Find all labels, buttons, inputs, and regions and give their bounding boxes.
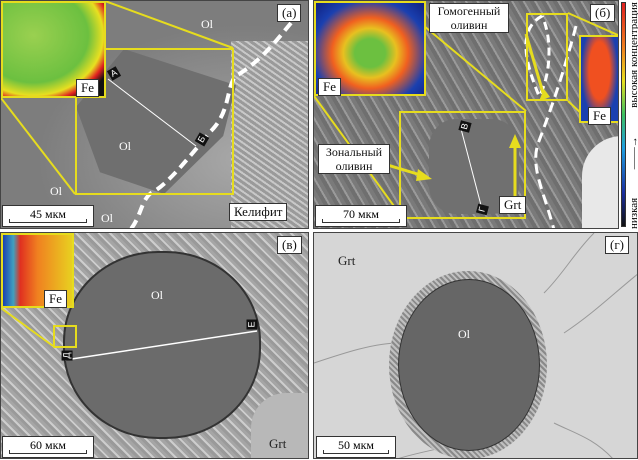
panel-tag: (б) — [590, 4, 616, 22]
low-label: низкая — [628, 197, 638, 229]
panel-a: Fe (а) А Б Ol Ol Ol Ol Келифит 45 мкм — [0, 0, 309, 229]
panel-tag: (в) — [277, 236, 302, 254]
olivine-grain — [398, 279, 540, 451]
scale-bar: 70 мкм — [315, 205, 407, 227]
panel-a-overlay — [1, 1, 293, 228]
fe-label: Fe — [76, 79, 99, 97]
high-label: высокая концентрация — [628, 2, 638, 108]
fe-label: Fe — [44, 290, 67, 308]
panel-b: Fe Fe Гомогенный оливин Зональный оливин… — [313, 0, 619, 229]
color-scale-bar — [621, 2, 626, 227]
panel-d-overlay — [314, 233, 637, 458]
panel-tag: (г) — [605, 236, 629, 254]
profile-end-marker: Е — [246, 319, 258, 330]
scale-bar: 50 мкм — [316, 436, 396, 458]
garnet-label: Grt — [269, 436, 287, 451]
zonal-olivine-text: Зональный оливин — [325, 145, 383, 173]
garnet-label: Grt — [338, 253, 356, 268]
zoom-box-zonal — [399, 111, 526, 219]
fe-label: Fe — [588, 107, 611, 125]
scale-bar: 45 мкм — [2, 205, 94, 227]
olivine-label: Ol — [50, 184, 62, 198]
kelyphite-label: Келифит — [229, 203, 288, 221]
scale-label: 45 мкм — [29, 207, 67, 221]
olivine-label: Ol — [101, 211, 113, 225]
panel-c: Fe (в) Ol Д Е Grt 60 мкм — [0, 232, 309, 459]
olivine-label: Ol — [151, 288, 163, 302]
profile-start-marker: Д — [61, 350, 73, 361]
scale-label: 60 мкм — [29, 438, 67, 452]
zonal-olivine-label: Зональный оливин — [318, 144, 390, 174]
zoom-box-homogeneous — [526, 13, 568, 101]
scale-label: 70 мкм — [342, 207, 380, 221]
scale-label: 50 мкм — [337, 438, 375, 452]
scale-bar: 60 мкм — [2, 436, 94, 458]
fe-label: Fe — [318, 78, 341, 96]
arrow-icon: ——→ — [628, 136, 638, 170]
panel-b-overlay — [314, 12, 618, 228]
panel-d: (г) Ol Grt 50 мкм — [313, 232, 638, 459]
panel-c-overlay — [1, 307, 258, 361]
color-scale-caption: низкая ——→ высокая концентрация — [628, 2, 638, 229]
panel-tag: (а) — [277, 4, 302, 22]
olivine-label: Ol — [458, 327, 470, 341]
olivine-label: Ol — [119, 139, 131, 153]
garnet-region — [251, 393, 308, 458]
homogeneous-olivine-text: Гомогенный оливин — [437, 4, 501, 32]
olivine-label: Ol — [201, 17, 213, 31]
homogeneous-olivine-label: Гомогенный оливин — [429, 3, 509, 33]
zoom-box — [75, 48, 234, 195]
zoom-box — [53, 325, 77, 348]
garnet-label: Grt — [499, 196, 527, 214]
